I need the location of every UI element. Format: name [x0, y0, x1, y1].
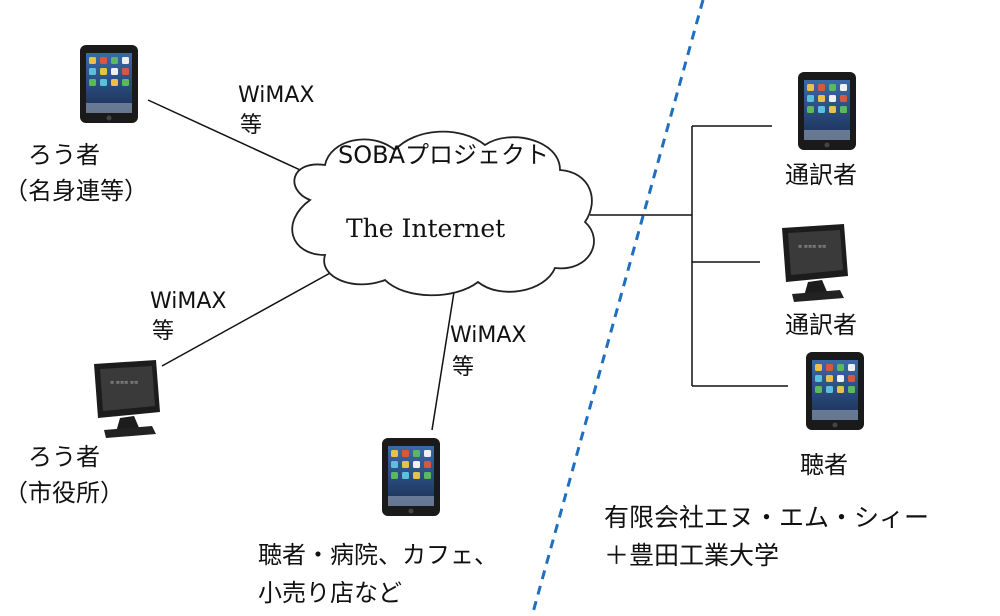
left-device-1-label-2: （名身連等） — [4, 177, 148, 205]
desktop-terminal-icon — [94, 360, 160, 438]
organization-line-2: ＋豊田工業大学 — [604, 541, 780, 570]
divider-line — [530, 0, 705, 616]
right-device-1-label: 通訳者 — [785, 161, 857, 189]
right-device-2-label: 通訳者 — [785, 311, 857, 339]
internet-cloud — [291, 130, 595, 297]
cloud-label: The Internet — [346, 214, 506, 243]
tablet-icon — [382, 438, 440, 516]
link-label-top-left-1: WiMAX — [238, 83, 315, 108]
bottom-device-label-1: 聴者・病院、カフェ、 — [258, 541, 498, 569]
tablet-icon — [80, 45, 138, 123]
left-device-2-label-1: ろう者 — [28, 443, 100, 471]
organization-line-1: 有限会社エヌ・エム・シィー — [604, 503, 930, 532]
right-device-3-label: 聴者 — [800, 451, 848, 479]
link-label-top-left-2: 等 — [240, 113, 263, 138]
tablet-icon — [798, 72, 856, 150]
tablet-icon — [806, 352, 864, 430]
desktop-terminal-icon — [782, 224, 848, 302]
bottom-device-label-2: 小売り店など — [258, 579, 402, 607]
project-label: SOBAプロジェクト — [338, 141, 550, 169]
left-device-2-label-2: （市役所） — [4, 479, 124, 507]
link-label-mid-left-1: WiMAX — [150, 289, 227, 314]
link-label-mid-left-2: 等 — [152, 319, 175, 344]
link-label-bottom-1: WiMAX — [450, 323, 527, 348]
left-device-1-label-1: ろう者 — [28, 141, 100, 169]
link-label-bottom-2: 等 — [452, 355, 475, 380]
